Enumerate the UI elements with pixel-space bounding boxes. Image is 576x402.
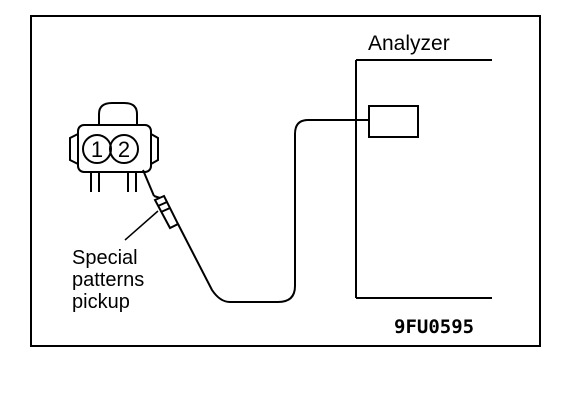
pickup-label-line-2: patterns	[72, 269, 144, 291]
terminal-2-label: 2	[118, 137, 130, 162]
analyzer-label: Analyzer	[368, 32, 450, 55]
figure-frame	[30, 15, 541, 347]
terminal-1-label: 1	[91, 137, 103, 162]
signal-cable	[177, 119, 369, 303]
pickup-label-line-1: Special	[72, 247, 138, 269]
analyzer-box	[355, 59, 492, 299]
pickup-leader-line	[124, 210, 159, 241]
connector	[69, 102, 159, 192]
figure-code: 9FU0595	[394, 316, 474, 338]
terminal-2	[109, 134, 139, 164]
pickup-label-line-3: pickup	[72, 291, 130, 313]
pickup-probe	[142, 169, 180, 230]
analyzer-jack	[368, 105, 419, 138]
